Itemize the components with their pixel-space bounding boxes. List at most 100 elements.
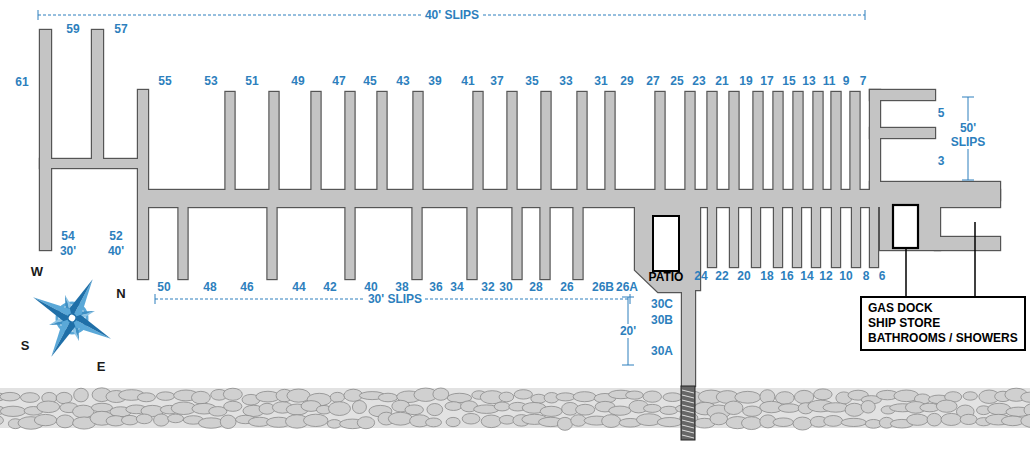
dock-section <box>774 92 783 192</box>
dock-section <box>312 92 321 192</box>
dock-section <box>708 92 717 192</box>
compass-point <box>72 312 114 339</box>
rock <box>743 406 762 416</box>
rock <box>223 388 242 400</box>
dock-section <box>378 92 387 192</box>
patio-box: PATIO <box>652 215 680 272</box>
rock <box>823 403 848 412</box>
slip-label: 25 <box>670 74 683 88</box>
dock-section <box>270 92 279 192</box>
dock-section <box>794 92 803 192</box>
rock <box>191 391 210 404</box>
leader-line <box>974 222 976 296</box>
gangway-tread <box>682 410 694 413</box>
slip-label: 23 <box>692 74 705 88</box>
dock-section <box>574 205 583 279</box>
dock-section <box>730 205 738 267</box>
patio-dock <box>635 206 700 386</box>
dock-section <box>870 90 880 190</box>
rock <box>121 415 138 424</box>
rock <box>660 406 678 414</box>
dimension-line <box>865 10 866 20</box>
gangway-tread <box>682 425 694 428</box>
rock <box>793 417 812 430</box>
dock-section <box>832 92 841 192</box>
dock-section <box>378 92 387 192</box>
slip-label: 26 <box>560 280 573 294</box>
slip-label: 48 <box>203 280 216 294</box>
rock <box>841 418 866 426</box>
dock-section <box>508 92 517 192</box>
dock-section <box>508 92 517 192</box>
rock <box>494 402 510 411</box>
dock-section <box>686 92 695 192</box>
callout-text: GAS DOCK <box>868 301 1018 316</box>
rock <box>0 415 3 425</box>
slip-label: 43 <box>396 74 409 88</box>
dock-fill <box>40 30 1000 386</box>
dock-section <box>474 92 483 192</box>
slip-label: 55 <box>158 74 171 88</box>
slip-label: 40' <box>108 244 124 258</box>
dock-section <box>40 30 51 250</box>
slip-label: 49 <box>291 74 304 88</box>
rock <box>352 400 366 413</box>
rock <box>357 417 374 429</box>
dock-section <box>346 92 355 192</box>
dock-section <box>832 205 840 267</box>
gangway-tread <box>682 405 694 408</box>
rock <box>644 404 661 412</box>
dock-section <box>656 92 665 192</box>
dock-section <box>812 205 820 267</box>
rock <box>481 415 501 428</box>
slip-label: 26A <box>616 280 638 294</box>
dimension-lines <box>38 10 974 365</box>
slip-label: 14 <box>800 269 813 283</box>
dock-section <box>812 205 820 267</box>
dock-section <box>346 205 355 279</box>
docks <box>40 30 1000 386</box>
rock <box>963 392 977 400</box>
dimension-line <box>962 97 974 98</box>
rock <box>602 415 621 428</box>
dock-section <box>179 205 188 279</box>
gangway-tread <box>682 430 694 433</box>
dock-section <box>578 92 587 192</box>
slip-label: 7 <box>860 74 867 88</box>
rock <box>0 406 25 416</box>
leader-lines <box>906 222 975 296</box>
dock-section <box>870 205 878 267</box>
dock-section <box>752 205 760 267</box>
slip-label: 24 <box>694 269 707 283</box>
dock-section <box>656 92 665 192</box>
dock-section <box>413 205 422 279</box>
rock <box>576 404 595 415</box>
slip-label: 13 <box>802 74 815 88</box>
slip-label: 59 <box>66 22 79 36</box>
slip-label: 19 <box>739 74 752 88</box>
slip-label: 41 <box>461 74 474 88</box>
slip-label: 3 <box>938 154 945 168</box>
gas-dock-building <box>893 205 918 248</box>
slip-label: 51 <box>245 74 258 88</box>
rock <box>224 401 242 411</box>
rock <box>137 393 155 402</box>
dock-section <box>92 30 103 160</box>
rock <box>156 392 174 400</box>
dock-section <box>935 237 1000 250</box>
slip-label: 61 <box>15 75 28 89</box>
slip-label: 9 <box>843 74 850 88</box>
rock <box>773 418 793 427</box>
dock-section <box>852 205 860 267</box>
rock-bed <box>0 388 1030 428</box>
gangway-tread <box>682 400 694 403</box>
slip-label: 34 <box>450 280 463 294</box>
slip-label: 15 <box>782 74 795 88</box>
rock <box>0 392 20 400</box>
callout-box: GAS DOCKSHIP STOREBATHROOMS / SHOWERS <box>860 296 1026 351</box>
rock <box>724 401 743 414</box>
rock <box>643 391 662 402</box>
compass-rose <box>12 258 131 377</box>
dock-section <box>474 92 483 192</box>
